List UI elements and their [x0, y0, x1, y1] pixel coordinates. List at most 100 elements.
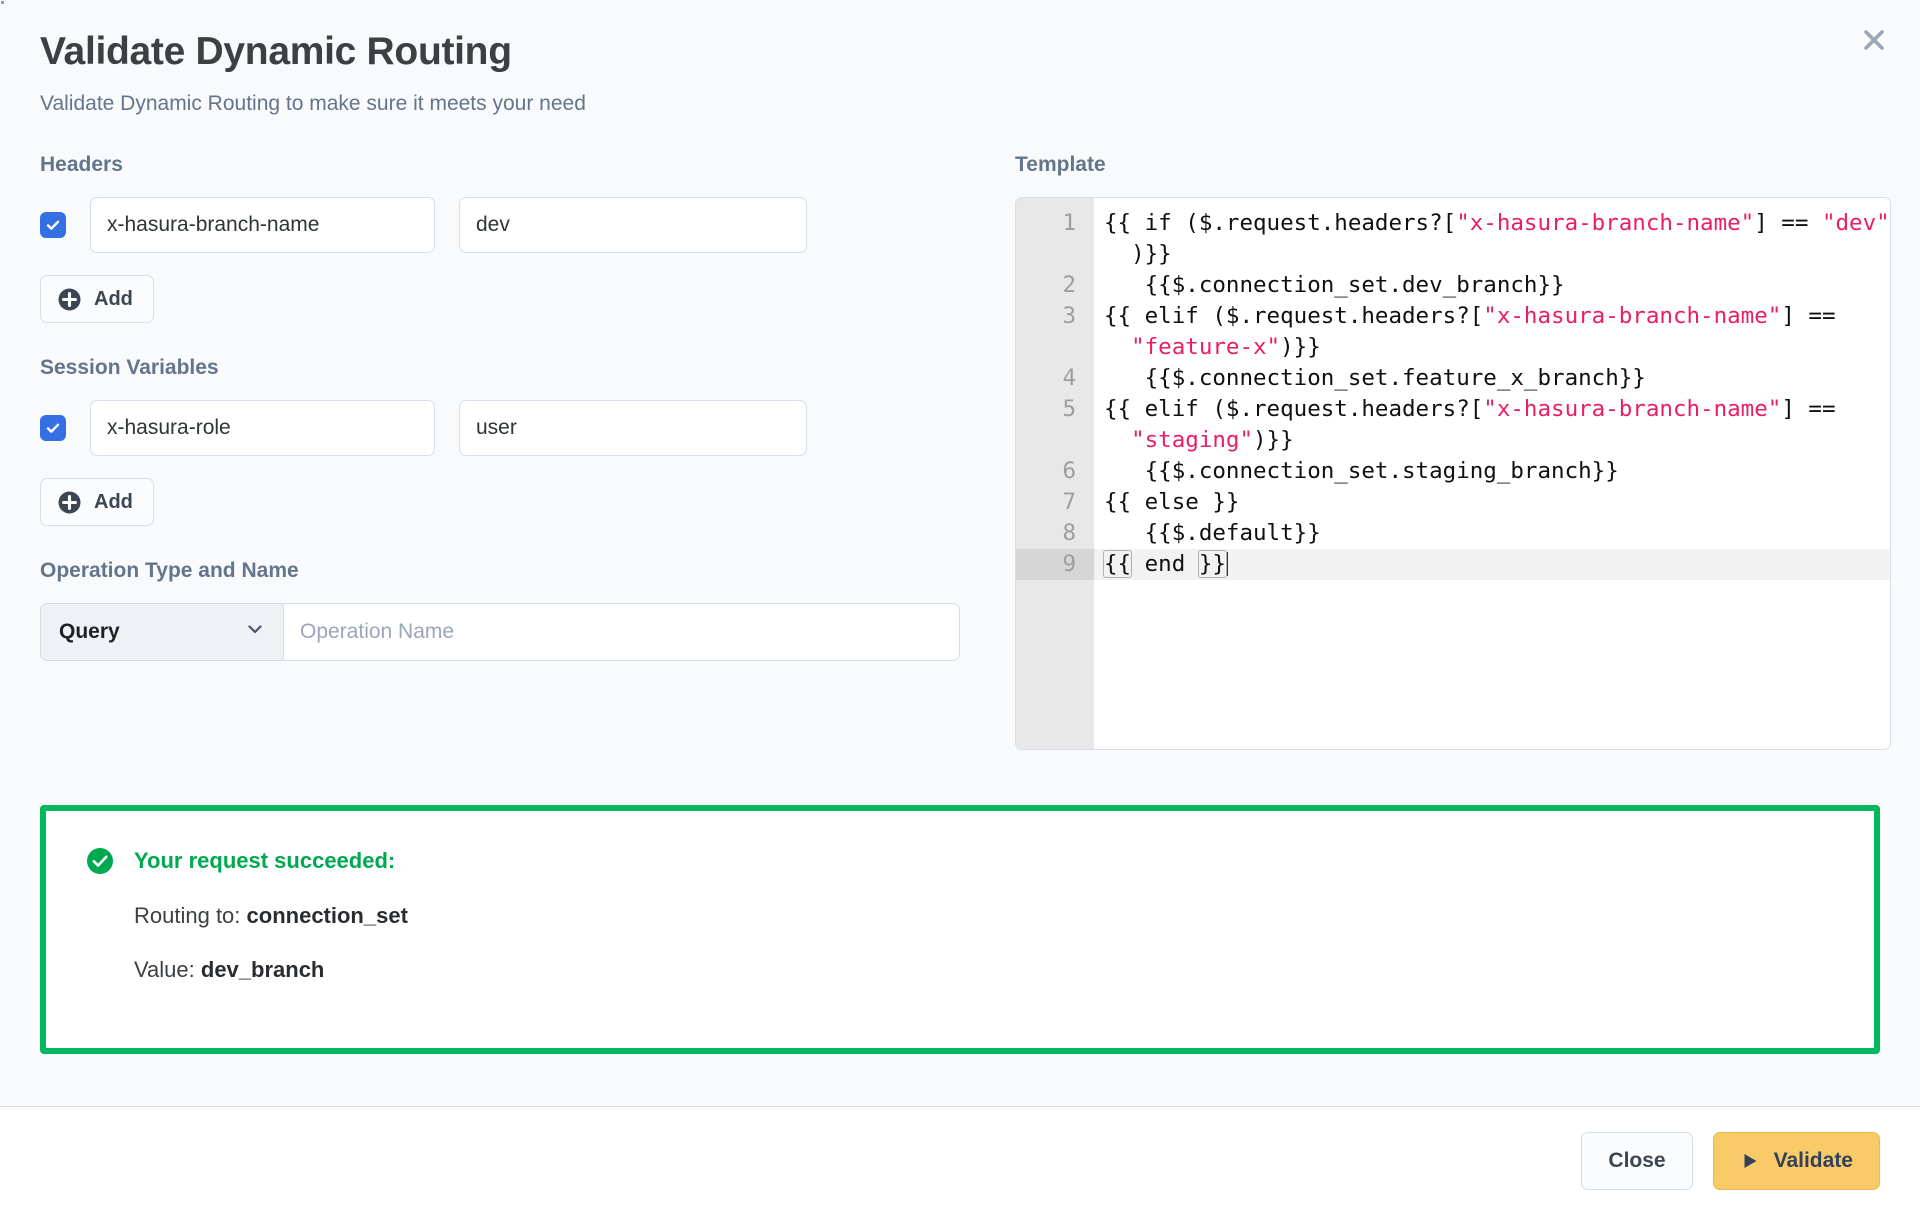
editor-code-line[interactable]: "feature-x")}}: [1094, 332, 1890, 363]
operation-section: Operation Type and Name Query: [40, 560, 960, 662]
code-token: }}: [1197, 550, 1227, 579]
code-token: )}}: [1280, 334, 1321, 361]
result-routing-label: Routing to:: [134, 903, 241, 929]
editor-code-line[interactable]: {{ else }}: [1094, 487, 1890, 518]
code-token: [1104, 334, 1131, 360]
result-routing-value: connection_set: [246, 903, 408, 929]
editor-line-number: 7: [1062, 489, 1076, 516]
add-header-button[interactable]: Add: [40, 275, 154, 324]
code-token: end: [1131, 551, 1199, 578]
code-token: )}}: [1253, 427, 1294, 454]
header-enabled-checkbox[interactable]: [40, 212, 66, 239]
code-token: ] ==: [1754, 210, 1822, 237]
text-caret: [1225, 552, 1228, 577]
validate-button[interactable]: Validate: [1712, 1131, 1880, 1190]
result-heading-row: Your request succeeded:: [86, 847, 1834, 875]
editor-line-number: 9: [1016, 549, 1094, 581]
operation-row: Query: [40, 603, 960, 662]
editor-code-line[interactable]: {{$.default}}: [1094, 518, 1890, 549]
result-value-label: Value:: [134, 957, 195, 983]
code-token: {{ elif ($.request.headers?[: [1104, 303, 1484, 330]
header-row: [40, 197, 960, 254]
chevron-down-icon: [245, 619, 265, 645]
dialog-body: Headers: [0, 116, 1920, 751]
code-token: {{: [1102, 550, 1133, 579]
editor-code-area[interactable]: {{ if ($.request.headers?["x-hasura-bran…: [1094, 198, 1890, 750]
session-variable-value-input[interactable]: [459, 400, 807, 457]
result-section: Your request succeeded: Routing to: conn…: [0, 750, 1920, 1055]
session-variables-section: Session Variables: [40, 356, 960, 527]
session-variable-key-input[interactable]: [90, 400, 435, 457]
operation-type-value: Query: [59, 620, 120, 644]
editor-line-number: 1: [1062, 210, 1076, 237]
code-token: ] ==: [1781, 303, 1850, 330]
code-token: {{$.connection_set.feature_x_branch}}: [1104, 365, 1646, 392]
header-key-input[interactable]: [90, 197, 435, 254]
plus-circle-icon: [57, 490, 82, 515]
plus-circle-icon: [57, 287, 82, 312]
editor-code-line[interactable]: {{ end }}: [1094, 549, 1890, 581]
result-value-value: dev_branch: [200, 957, 325, 983]
close-button[interactable]: Close: [1581, 1131, 1693, 1190]
code-token: {{$.connection_set.staging_branch}}: [1104, 458, 1619, 485]
editor-code-line[interactable]: {{$.connection_set.feature_x_branch}}: [1094, 363, 1890, 394]
page-subtitle: Validate Dynamic Routing to make sure it…: [40, 91, 586, 115]
code-string: "x-hasura-branch-name": [1456, 210, 1755, 237]
editor-code-line[interactable]: {{ if ($.request.headers?["x-hasura-bran…: [1094, 208, 1890, 239]
page-title: Validate Dynamic Routing: [40, 30, 512, 73]
add-session-variable-label: Add: [94, 490, 133, 513]
check-circle-icon: [86, 847, 114, 875]
operation-name-input[interactable]: [283, 603, 960, 662]
dialog-header: Validate Dynamic Routing Validate Dynami…: [0, 0, 1920, 116]
result-success-box: Your request succeeded: Routing to: conn…: [40, 805, 1880, 1055]
code-string: "x-hasura-branch-name": [1483, 396, 1782, 423]
close-icon: [1861, 27, 1887, 53]
form-column: Headers: [40, 154, 960, 750]
editor-line-number: 5: [1062, 396, 1076, 423]
code-token: ] ==: [1781, 396, 1850, 423]
code-string: "feature-x": [1131, 334, 1281, 361]
result-heading: Your request succeeded:: [134, 848, 396, 874]
template-label: Template: [1015, 153, 1106, 177]
code-token: {{$.default}}: [1104, 520, 1321, 547]
editor-code-line[interactable]: {{$.connection_set.staging_branch}}: [1094, 456, 1890, 487]
check-icon: [45, 420, 61, 436]
session-variable-row: [40, 400, 960, 457]
editor-code-line[interactable]: {{ elif ($.request.headers?["x-hasura-br…: [1094, 394, 1890, 425]
code-token: [1104, 427, 1131, 453]
add-header-label: Add: [94, 287, 133, 310]
add-session-variable-button[interactable]: Add: [40, 478, 154, 527]
play-icon: [1740, 1151, 1760, 1171]
validate-label: Validate: [1773, 1148, 1853, 1172]
dialog-footer: Close Validate: [0, 1106, 1920, 1214]
code-token: {{ elif ($.request.headers?[: [1104, 396, 1484, 423]
operation-type-select[interactable]: Query: [40, 603, 283, 662]
editor-line-number: 2: [1062, 272, 1076, 299]
editor-line-number: 8: [1062, 520, 1076, 547]
header-value-input[interactable]: [459, 197, 807, 254]
headers-section: Headers: [40, 153, 960, 324]
code-token: )}}: [1104, 241, 1172, 268]
check-icon: [45, 217, 61, 233]
headers-label: Headers: [40, 153, 123, 177]
editor-line-number: 3: [1062, 303, 1076, 330]
result-routing-line: Routing to: connection_set: [86, 903, 1834, 929]
editor-code-line[interactable]: )}}: [1094, 239, 1890, 270]
corner-artifact: [1, 1, 4, 4]
session-variable-enabled-checkbox[interactable]: [40, 415, 66, 442]
code-token: {{ if ($.request.headers?[: [1104, 210, 1457, 237]
code-token: {{$.connection_set.dev_branch}}: [1104, 272, 1565, 299]
code-string: "dev": [1821, 210, 1890, 237]
editor-line-number: 6: [1062, 458, 1076, 485]
session-variables-label: Session Variables: [40, 356, 219, 380]
close-dialog-button[interactable]: [1852, 18, 1896, 62]
editor-code-line[interactable]: {{$.connection_set.dev_branch}}: [1094, 270, 1890, 301]
editor-code-line[interactable]: {{ elif ($.request.headers?["x-hasura-br…: [1094, 301, 1890, 332]
code-string: "x-hasura-branch-name": [1483, 303, 1782, 330]
code-token: {{ else }}: [1104, 489, 1240, 516]
editor-code-line[interactable]: "staging")}}: [1094, 425, 1890, 456]
